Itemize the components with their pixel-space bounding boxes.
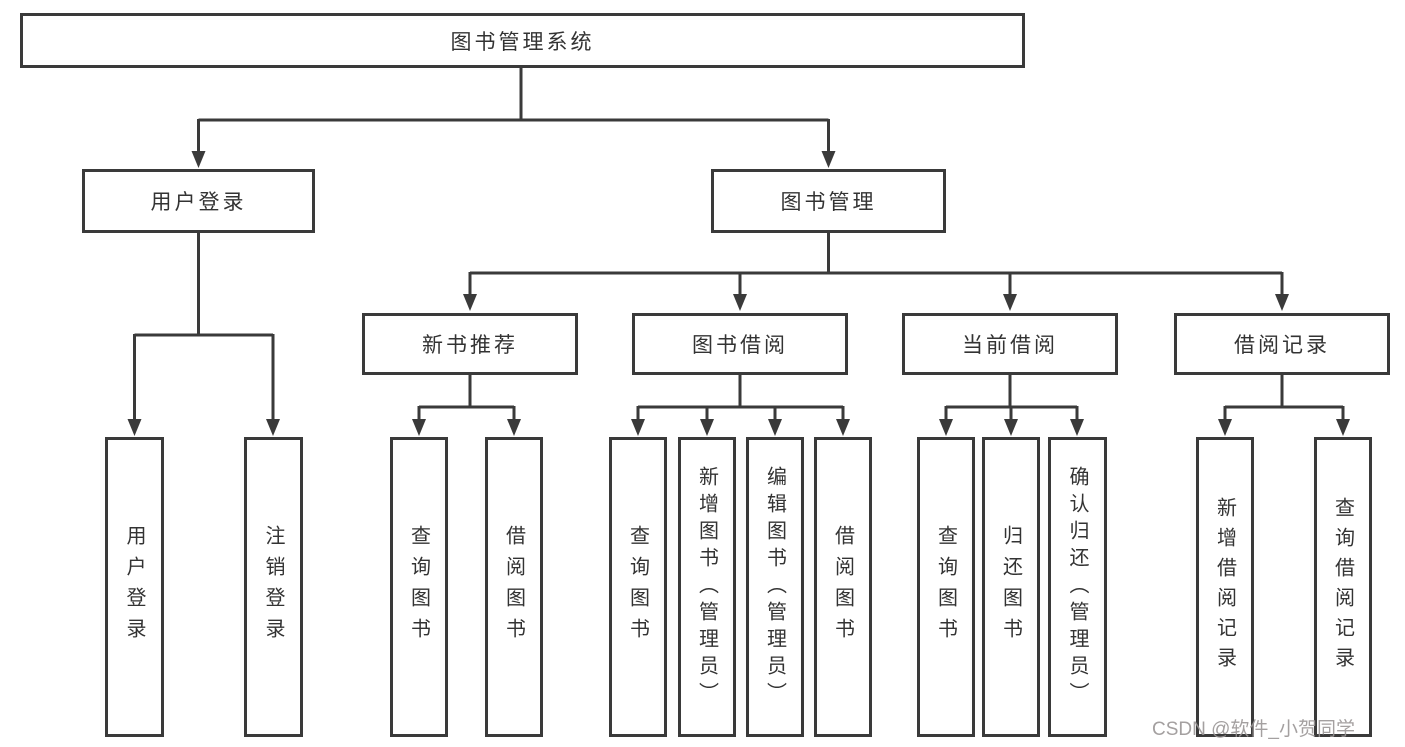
leaf-return-book: 归还图书 [982, 437, 1040, 737]
leaf-user-login: 用户登录 [105, 437, 164, 737]
leaf-borrow-query-book: 查询图书 [609, 437, 667, 737]
leaf-logout: 注销登录 [244, 437, 303, 737]
leaf-edit-book-admin: 编辑图书（管理员） [746, 437, 804, 737]
watermark: CSDN @软件_小贺同学 [1152, 719, 1355, 740]
leaf-add-borrow-record: 新增借阅记录 [1196, 437, 1254, 737]
leaf-recommend-borrow-book: 借阅图书 [485, 437, 543, 737]
node-current-borrow: 当前借阅 [902, 313, 1118, 375]
leaf-borrow-book: 借阅图书 [814, 437, 872, 737]
leaf-add-book-admin: 新增图书（管理员） [678, 437, 736, 737]
node-user-login: 用户登录 [82, 169, 315, 233]
leaf-current-query-book: 查询图书 [917, 437, 975, 737]
leaf-confirm-return-admin: 确认归还（管理员） [1048, 437, 1107, 737]
leaf-query-borrow-record: 查询借阅记录 [1314, 437, 1372, 737]
node-new-book-recommend: 新书推荐 [362, 313, 578, 375]
node-book-management: 图书管理 [711, 169, 946, 233]
node-borrow-records: 借阅记录 [1174, 313, 1390, 375]
leaf-recommend-query-book: 查询图书 [390, 437, 448, 737]
node-library-system: 图书管理系统 [20, 13, 1025, 68]
node-book-borrow: 图书借阅 [632, 313, 848, 375]
